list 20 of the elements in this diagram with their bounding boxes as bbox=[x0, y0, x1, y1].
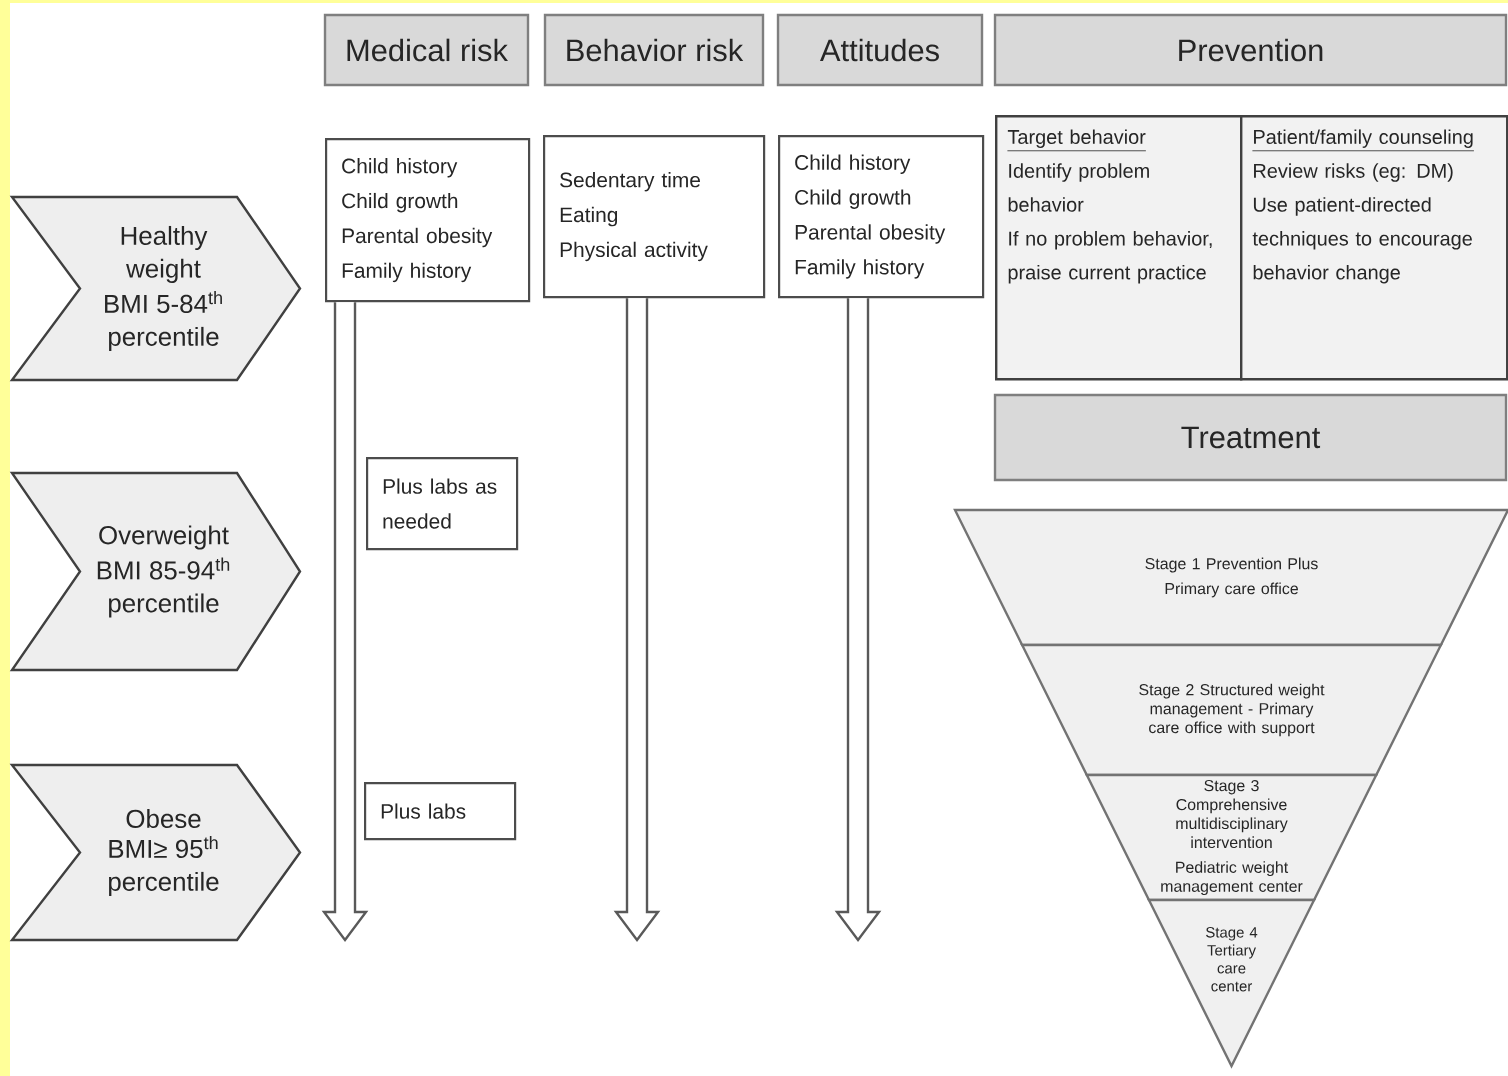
column-header: Treatment bbox=[993, 393, 1508, 482]
factor-box: Sedentary time Eating Physical activity bbox=[543, 135, 766, 299]
block-arrow bbox=[321, 301, 369, 942]
stage-band: Stage 2 Structured weight management - Primary care office with support bbox=[1020, 643, 1443, 777]
category-chevron: Overweight BMI 85-94$^{th}$ percentile bbox=[9, 471, 302, 672]
factor-box: Child history Child growth Parental obesity Family history bbox=[325, 138, 531, 303]
column-header: Attitudes bbox=[776, 13, 984, 87]
note-box: Plus labs bbox=[364, 782, 517, 841]
stage-band: Stage 1 Prevention Plus Primary care office bbox=[953, 508, 1508, 647]
column-header: Behavior risk bbox=[543, 13, 765, 87]
factor-box: Child history Child growth Parental obesity Family history bbox=[778, 135, 985, 299]
note-box: Plus labs as needed bbox=[366, 457, 519, 551]
table-cell: Target behavior Identify problem behavior If no problem behavior, praise current practice bbox=[995, 115, 1243, 381]
column-header: Medical risk bbox=[323, 13, 530, 87]
category-chevron: Obese BMI≥ 95$^{th}$ percentile bbox=[9, 763, 302, 942]
column-header: Prevention bbox=[993, 13, 1508, 87]
block-arrow bbox=[613, 297, 661, 942]
block-arrow bbox=[834, 297, 882, 942]
table-cell: Patient/family counseling Review risks (eg: DM) Use patient-directed techniques to encourage behavior change bbox=[1240, 115, 1508, 381]
category-chevron: Healthy weight BMI 5-84$^{th}$ percentile bbox=[9, 195, 302, 382]
